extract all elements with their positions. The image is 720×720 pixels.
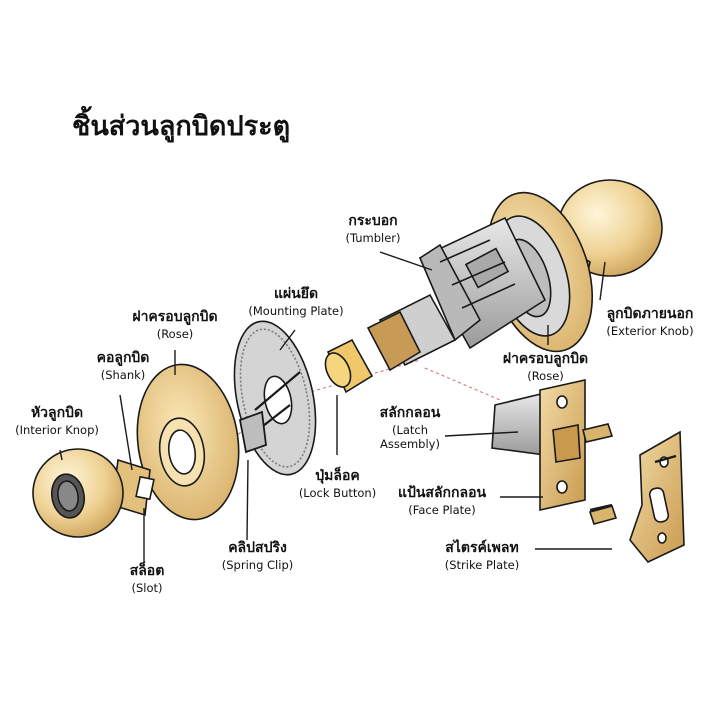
leader-mounting-plate (279, 329, 296, 351)
leader-shank (119, 394, 133, 471)
label-rose-inner: ฝาครอบลูกบิด (Rose) (132, 309, 218, 342)
spring-clip-part (238, 410, 267, 454)
label-face-plate: แป้นสลักกลอน (Face Plate) (397, 485, 487, 518)
label-slot: สล็อต (Slot) (129, 563, 165, 596)
leader-lines (59, 251, 612, 563)
leader-tumbler (379, 251, 433, 271)
label-spring-clip: คลิปสปริง (Spring Clip) (221, 540, 294, 573)
strike-plate-part (588, 430, 685, 563)
label-shank: คอลูกบิด (Shank) (96, 350, 150, 383)
label-mounting-plate: แผ่นยึด (Mounting Plate) (248, 286, 344, 319)
label-latch-assembly: สลักกลอน (Latch Assembly) (379, 405, 441, 452)
inner-rose-part (136, 363, 240, 521)
latch-assembly-part (491, 379, 614, 512)
tumbler-part (366, 216, 547, 372)
label-rose-outer: ฝาครอบลูกบิด (Rose) (502, 351, 589, 384)
leader-latch (444, 431, 519, 437)
label-strike-plate: สไตรค์เพลท (Strike Plate) (444, 540, 520, 573)
leader-spring-clip (246, 459, 249, 541)
leader-interior-knob (59, 449, 63, 461)
label-interior-knob: หัวลูกบิด (Interior Knop) (15, 405, 99, 438)
interior-knob-part (32, 448, 155, 538)
label-lock-button: ปุ่มล็อค (Lock Button) (298, 468, 377, 501)
leader-exterior-knob (599, 261, 606, 301)
label-tumbler: กระบอก (Tumbler) (345, 213, 401, 246)
label-exterior-knob: ลูกบิดภายนอก (Exterior Knob) (606, 306, 694, 339)
diagram-title: ชิ้นส่วนลูกบิดประตู (72, 111, 291, 142)
lock-button-part (324, 338, 374, 394)
